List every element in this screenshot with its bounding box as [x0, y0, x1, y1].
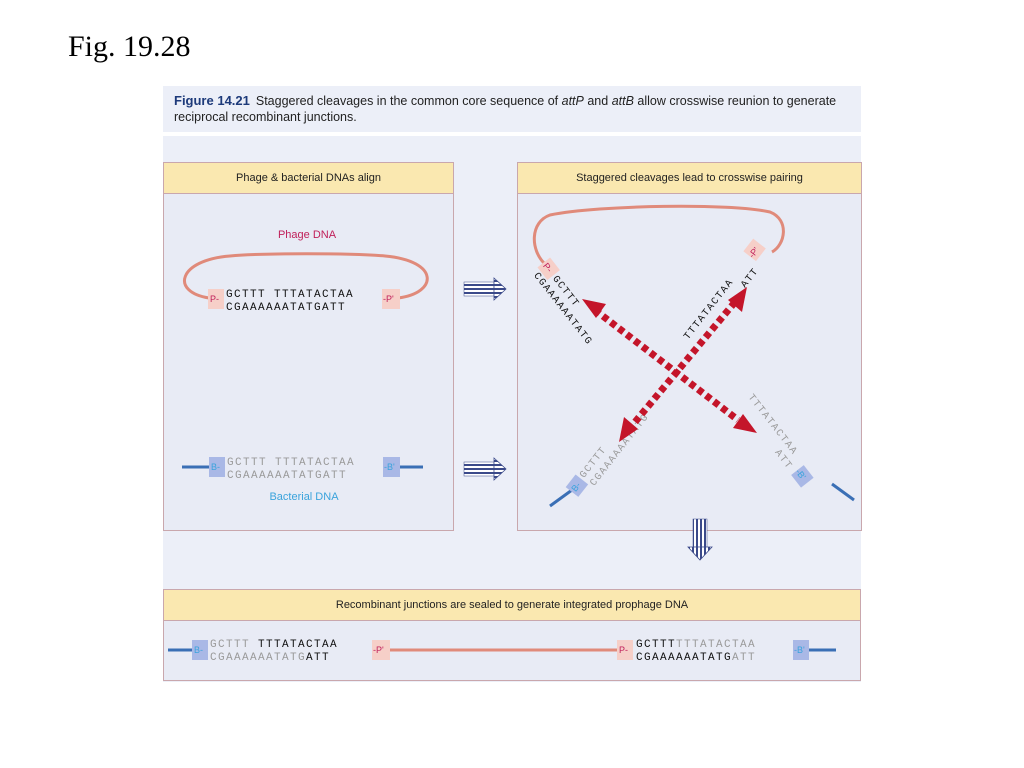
pairing-lr-top: TTTATACTAA	[745, 393, 799, 458]
bact-seq-top: GCTTT TTTATACTAA	[227, 457, 355, 469]
panel-sealed-title: Recombinant junctions are sealed to gene…	[164, 590, 860, 621]
panel-align-title: Phage & bacterial DNAs align	[164, 163, 453, 194]
phage-seq-top: GCTTT TTTATACTAA	[226, 289, 354, 301]
bact-b-box-left	[209, 457, 225, 477]
figure-number: Figure 14.21	[174, 93, 250, 108]
pairing-p-box-left	[537, 257, 560, 280]
sealed-right-top-b: TTTATACTAA	[676, 639, 756, 651]
caption-part-c: allow crosswise reunion to generate reci…	[174, 94, 837, 124]
arrow-right-bottom	[463, 457, 507, 481]
pairing-b-box-right	[791, 465, 814, 488]
svg-text:GCTTTTTTATACTAA: GCTTTTTTATACTAA	[636, 639, 756, 651]
phage-p-box-left	[208, 289, 224, 309]
bact-b-left-label: B-	[211, 462, 220, 472]
caption-attb: attB	[611, 94, 634, 108]
cross-arrow-ne-sw	[619, 287, 747, 442]
sealed-left-bottom-b: ATT	[306, 652, 330, 664]
bacterial-dna-label: Bacterial DNA	[269, 491, 339, 503]
sealed-p-box-left	[617, 640, 633, 660]
pairing-bact-right-line	[831, 482, 855, 502]
svg-text:CGAAAAAATATGATT: CGAAAAAATATGATT	[636, 652, 756, 664]
sealed-b-left-label: B-	[194, 645, 203, 655]
caption-part-a: Staggered cleavages in the common core s…	[255, 94, 562, 108]
sealed-p-right-label: -P'	[373, 645, 384, 655]
sealed-right-bottom-b: ATT	[732, 652, 756, 664]
phage-seq-bottom: CGAAAAAATATGATT	[226, 302, 346, 314]
sealed-b-right-label: -B'	[794, 645, 805, 655]
sealed-right-bottom-a: CGAAAAAATATG	[636, 652, 732, 664]
svg-text:CGAAAAAATATGATT: CGAAAAAATATGATT	[210, 652, 330, 664]
phage-dna-loop	[183, 252, 429, 300]
phage-dna-label: Phage DNA	[278, 229, 337, 241]
caption-part-b: and	[583, 94, 612, 108]
pairing-b-box-left	[565, 474, 589, 497]
arrow-down	[687, 518, 713, 561]
panel-sealed: Recombinant junctions are sealed to gene…	[163, 589, 861, 681]
figure-caption: Figure 14.21 Staggered cleavages in the c…	[163, 86, 861, 136]
sealed-left-top-b: TTTATACTAA	[258, 639, 338, 651]
bact-b-box-right	[383, 457, 400, 477]
svg-text:GCTTT TTTATACTAA: GCTTT TTTATACTAA	[210, 639, 338, 651]
caption-text: Figure 14.21 Staggered cleavages in the c…	[174, 93, 844, 125]
caption-attp: attP	[561, 94, 584, 108]
sealed-p-left-label: P-	[619, 645, 628, 655]
pairing-bact-left-line	[549, 488, 573, 508]
cross-arrow-nw-se	[582, 299, 757, 433]
pairing-p-box-right	[743, 238, 766, 262]
slide-figure-label: Fig. 19.28	[68, 30, 191, 63]
pairing-ur-bottom: ATT	[740, 266, 762, 290]
phage-p-right-label: -P'	[383, 294, 394, 304]
sealed-p-box-right	[372, 640, 390, 660]
phage-p-left-label: P-	[210, 294, 219, 304]
sealed-b-box-right	[793, 640, 809, 660]
sealed-right-top-a: GCTTT	[636, 639, 676, 651]
panel-pairing-title: Staggered cleavages lead to crosswise pa…	[518, 163, 861, 194]
bact-b-right-label: -B'	[384, 462, 395, 472]
sealed-b-box-left	[192, 640, 208, 660]
bact-seq-bottom: CGAAAAAATATGATT	[227, 470, 347, 482]
sealed-left-top-a: GCTTT	[210, 639, 250, 651]
arrow-right-top	[463, 277, 507, 301]
phage-p-box-right	[382, 289, 400, 309]
pairing-phage-loop	[532, 204, 785, 266]
sealed-left-bottom-a: CGAAAAAATATG	[210, 652, 306, 664]
